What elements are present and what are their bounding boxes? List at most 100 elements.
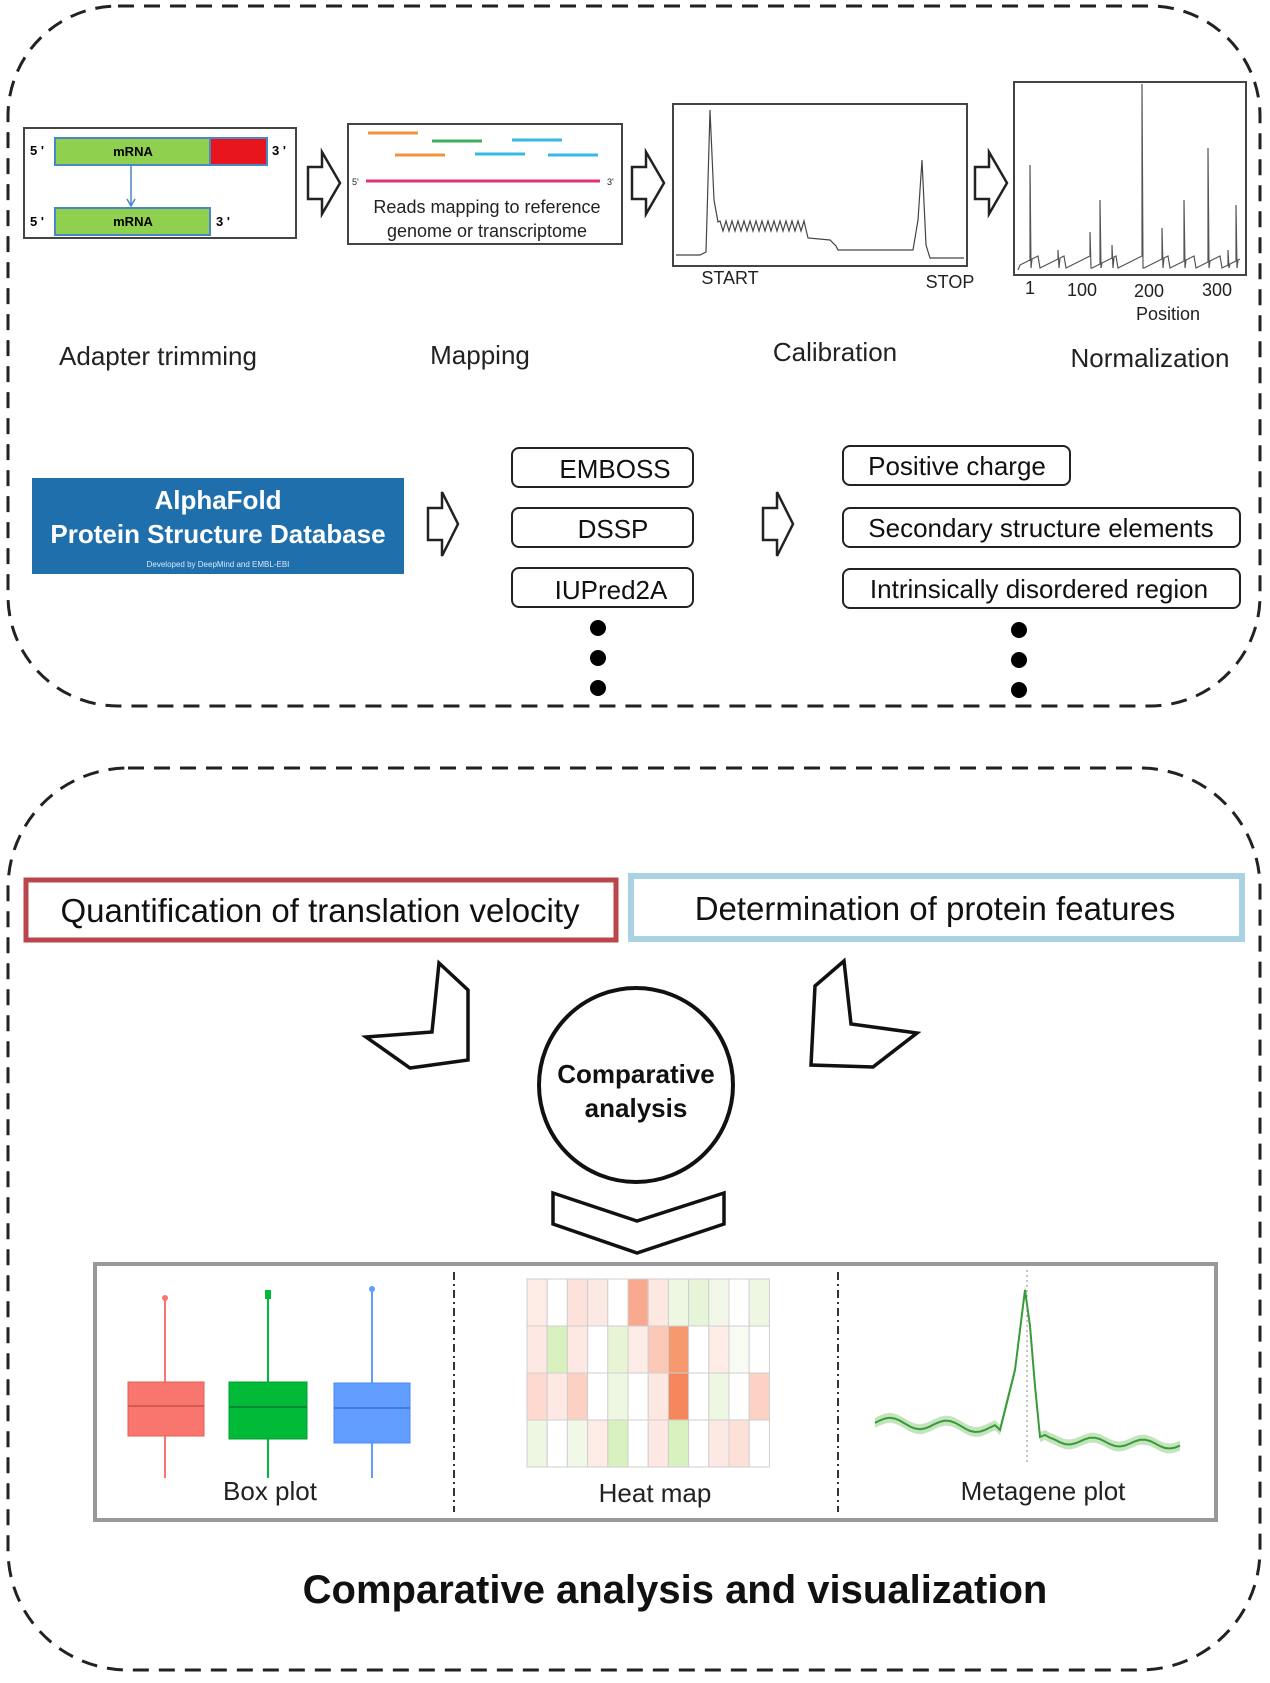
calibration-stop-label: STOP xyxy=(926,272,975,292)
heat-map-cell xyxy=(748,1372,770,1421)
heat-map-cell xyxy=(667,1325,690,1374)
heat-map-cell xyxy=(607,1325,629,1374)
arrow-right-2-icon xyxy=(630,147,666,219)
tool-iupred2a: IUPred2A xyxy=(555,575,668,605)
norm-tick-0: 1 xyxy=(1025,278,1035,298)
mapping-panel: 5' 3' Reads mapping to reference genome … xyxy=(347,123,623,245)
feature-disordered-region: Intrinsically disordered region xyxy=(870,574,1208,604)
mrna-label-bottom: mRNA xyxy=(113,214,153,229)
three-prime-label-bottom: 3 ' xyxy=(216,214,230,229)
heat-map-cell xyxy=(627,1419,649,1468)
heat-map-cell xyxy=(728,1325,750,1374)
arrow-right-4-icon xyxy=(426,491,460,557)
heat-map xyxy=(526,1278,770,1468)
center-label-line2: analysis xyxy=(585,1093,688,1123)
mapping-label: Mapping xyxy=(430,340,530,370)
heat-map-cell xyxy=(748,1419,770,1468)
feature-positive-charge: Positive charge xyxy=(868,451,1046,481)
heat-map-cell xyxy=(546,1419,568,1468)
mapping-three-prime: 3' xyxy=(607,177,614,187)
calibration-label: Calibration xyxy=(773,337,897,367)
heat-map-cell xyxy=(708,1278,730,1327)
norm-tick-1: 100 xyxy=(1067,280,1097,300)
heat-map-cell xyxy=(526,1419,548,1468)
arrow-right-5-icon xyxy=(761,491,795,557)
arrow-right-3-icon xyxy=(973,147,1009,219)
heat-map-cell xyxy=(587,1419,609,1468)
heat-map-cell xyxy=(627,1372,649,1421)
normalization-panel: 1 100 200 300 Position xyxy=(1013,81,1247,324)
alphafold-credit: Developed by DeepMind and EMBL-EBI xyxy=(147,560,290,569)
heat-map-cell xyxy=(546,1325,568,1374)
heat-map-cell xyxy=(688,1372,710,1421)
box-plot-label: Box plot xyxy=(223,1476,318,1506)
heat-map-cell xyxy=(708,1419,730,1468)
adapter-trimming-panel: 5 ' mRNA 3 ' 5 ' mRNA 3 ' xyxy=(23,127,297,239)
heat-map-cell xyxy=(688,1278,710,1327)
heat-map-cell xyxy=(526,1278,548,1327)
heat-map-cell xyxy=(708,1325,730,1374)
heat-map-cell xyxy=(627,1278,649,1327)
heat-map-cell xyxy=(607,1372,629,1421)
mapping-caption-line1: Reads mapping to reference xyxy=(373,197,600,217)
normalization-label: Normalization xyxy=(1071,343,1230,373)
heat-map-label: Heat map xyxy=(599,1478,712,1508)
protein-features-label: Determination of protein features xyxy=(695,890,1176,927)
feature-secondary-structure: Secondary structure elements xyxy=(868,513,1213,543)
heat-map-cell xyxy=(647,1419,669,1468)
heat-map-cell xyxy=(748,1278,770,1327)
heat-map-cell xyxy=(647,1372,669,1421)
tool-list: EMBOSS DSSP IUPred2A xyxy=(511,447,694,696)
heat-map-cell xyxy=(526,1372,548,1421)
mapping-five-prime: 5' xyxy=(352,177,359,187)
heat-map-cell xyxy=(748,1325,770,1374)
heat-map-cell xyxy=(647,1325,669,1374)
heat-map-cell xyxy=(566,1325,589,1374)
heat-map-cell xyxy=(688,1419,710,1468)
bottom-panel-border xyxy=(6,766,1262,1672)
norm-axis-label: Position xyxy=(1136,304,1200,324)
metagene-plot-label: Metagene plot xyxy=(961,1476,1127,1506)
feature-list: Positive charge Secondary structure elem… xyxy=(842,445,1241,698)
heat-map-cell xyxy=(728,1278,750,1327)
calibration-start-label: START xyxy=(701,268,758,288)
adapter-trimming-label: Adapter trimming xyxy=(59,341,257,371)
heat-map-cell xyxy=(728,1419,750,1468)
heat-map-cell xyxy=(647,1278,669,1327)
center-label-line1: Comparative xyxy=(557,1059,715,1089)
heat-map-cell xyxy=(667,1419,690,1468)
heat-map-cell xyxy=(688,1325,710,1374)
heat-map-cell xyxy=(607,1278,629,1327)
metagene-plot xyxy=(874,1270,1181,1465)
protein-features-box xyxy=(628,873,1245,942)
heat-map-cell xyxy=(526,1325,548,1374)
heat-map-cell xyxy=(587,1372,609,1421)
heat-map-cell xyxy=(546,1278,568,1327)
chevron-right-icon xyxy=(809,957,922,1069)
heat-map-cell xyxy=(728,1372,750,1421)
tool-emboss: EMBOSS xyxy=(559,454,670,484)
norm-tick-2: 200 xyxy=(1134,281,1164,301)
velocity-label: Quantification of translation velocity xyxy=(60,892,580,929)
five-prime-label-bottom: 5 ' xyxy=(30,214,44,229)
heat-map-cell xyxy=(566,1419,589,1468)
chevron-left-icon xyxy=(361,959,470,1070)
footer-title: Comparative analysis and visualization xyxy=(303,1568,1048,1612)
heat-map-cell xyxy=(587,1325,609,1374)
arrow-right-1-icon xyxy=(306,147,342,219)
alphafold-logo: AlphaFold Protein Structure Database Dev… xyxy=(32,478,404,574)
box-plot xyxy=(127,1286,411,1478)
heat-map-cell xyxy=(587,1278,609,1327)
mapping-caption-line2: genome or transcriptome xyxy=(387,221,587,241)
top-panel-border xyxy=(6,4,1262,708)
heat-map-cell xyxy=(667,1372,690,1421)
chevron-down-icon xyxy=(551,1190,726,1255)
heat-map-cell xyxy=(708,1372,730,1421)
three-prime-label-top: 3 ' xyxy=(272,143,286,158)
heat-map-cell xyxy=(627,1325,649,1374)
mrna-label-top: mRNA xyxy=(113,144,153,159)
heat-map-cell xyxy=(546,1372,568,1421)
heat-map-cell xyxy=(566,1372,589,1421)
alphafold-title-line1: AlphaFold xyxy=(154,485,281,515)
